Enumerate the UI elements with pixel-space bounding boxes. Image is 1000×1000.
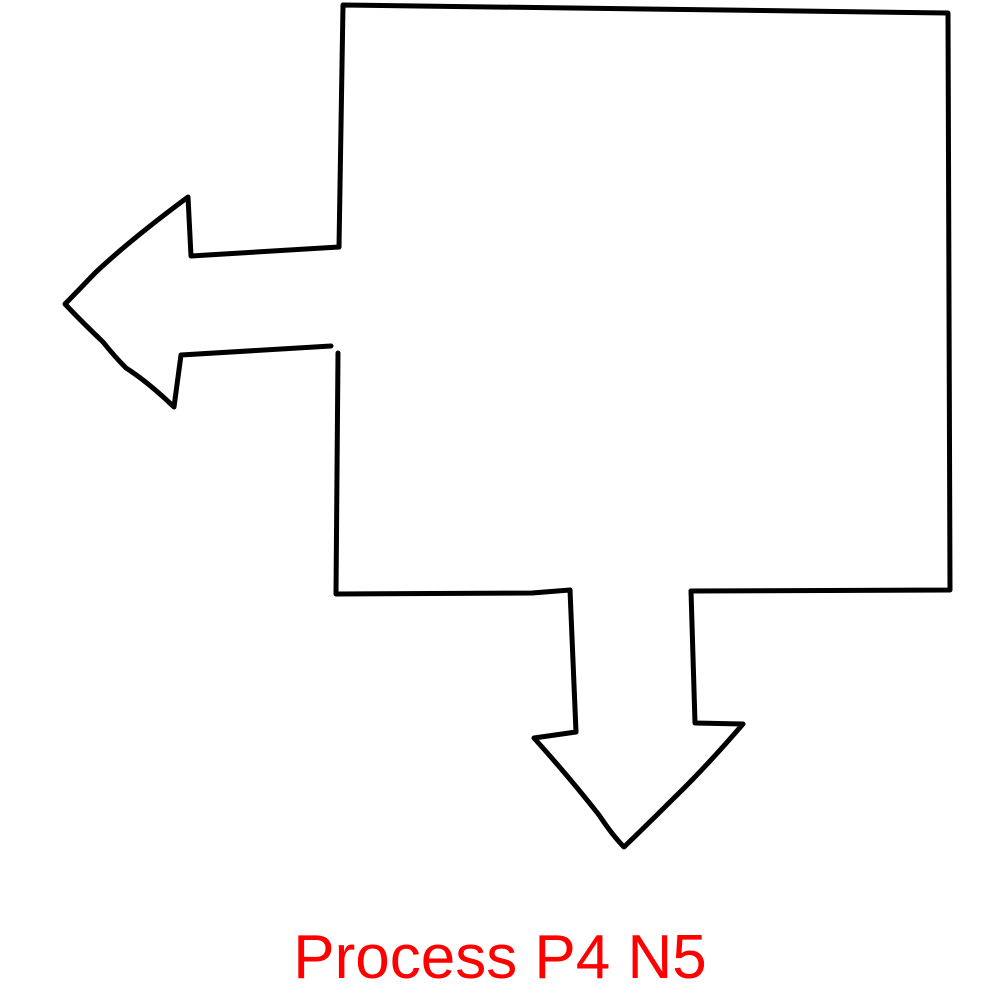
process-box-lower-left-edge [333, 350, 573, 597]
down-outlet-arrow [531, 587, 746, 850]
left-outlet-arrow [62, 194, 342, 410]
process-shape [62, 2, 953, 850]
process-box-outline [336, 2, 953, 594]
process-caption: Process P4 N5 [293, 923, 707, 992]
